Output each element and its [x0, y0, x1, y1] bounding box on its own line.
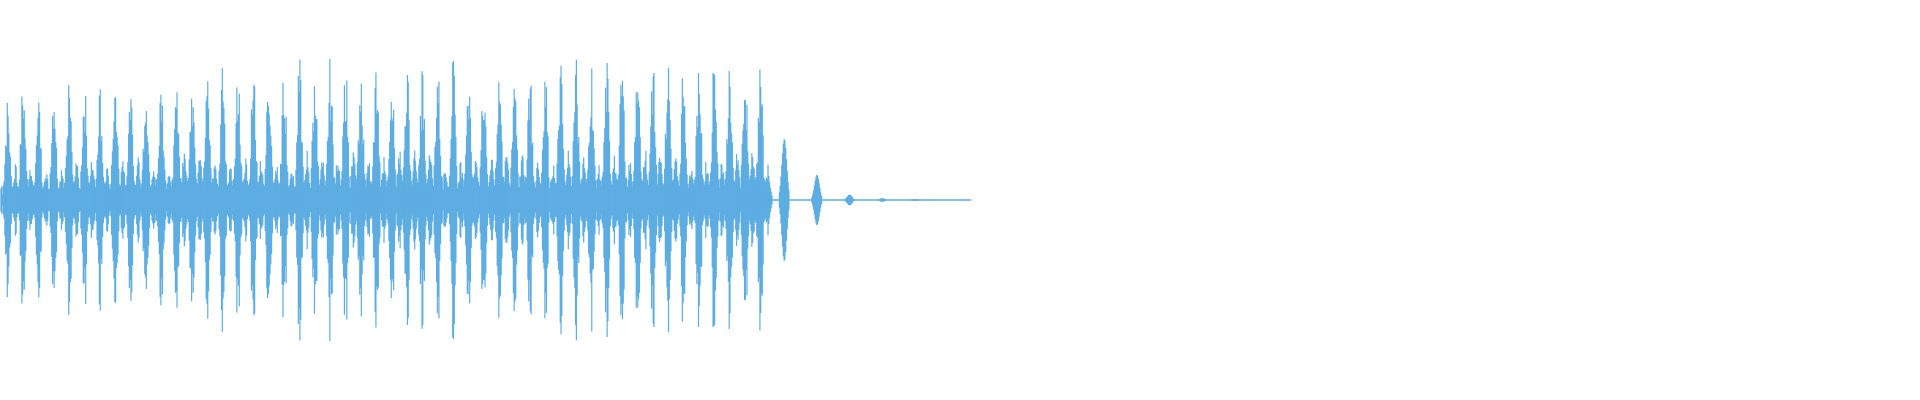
waveform-bursts [0, 59, 972, 341]
